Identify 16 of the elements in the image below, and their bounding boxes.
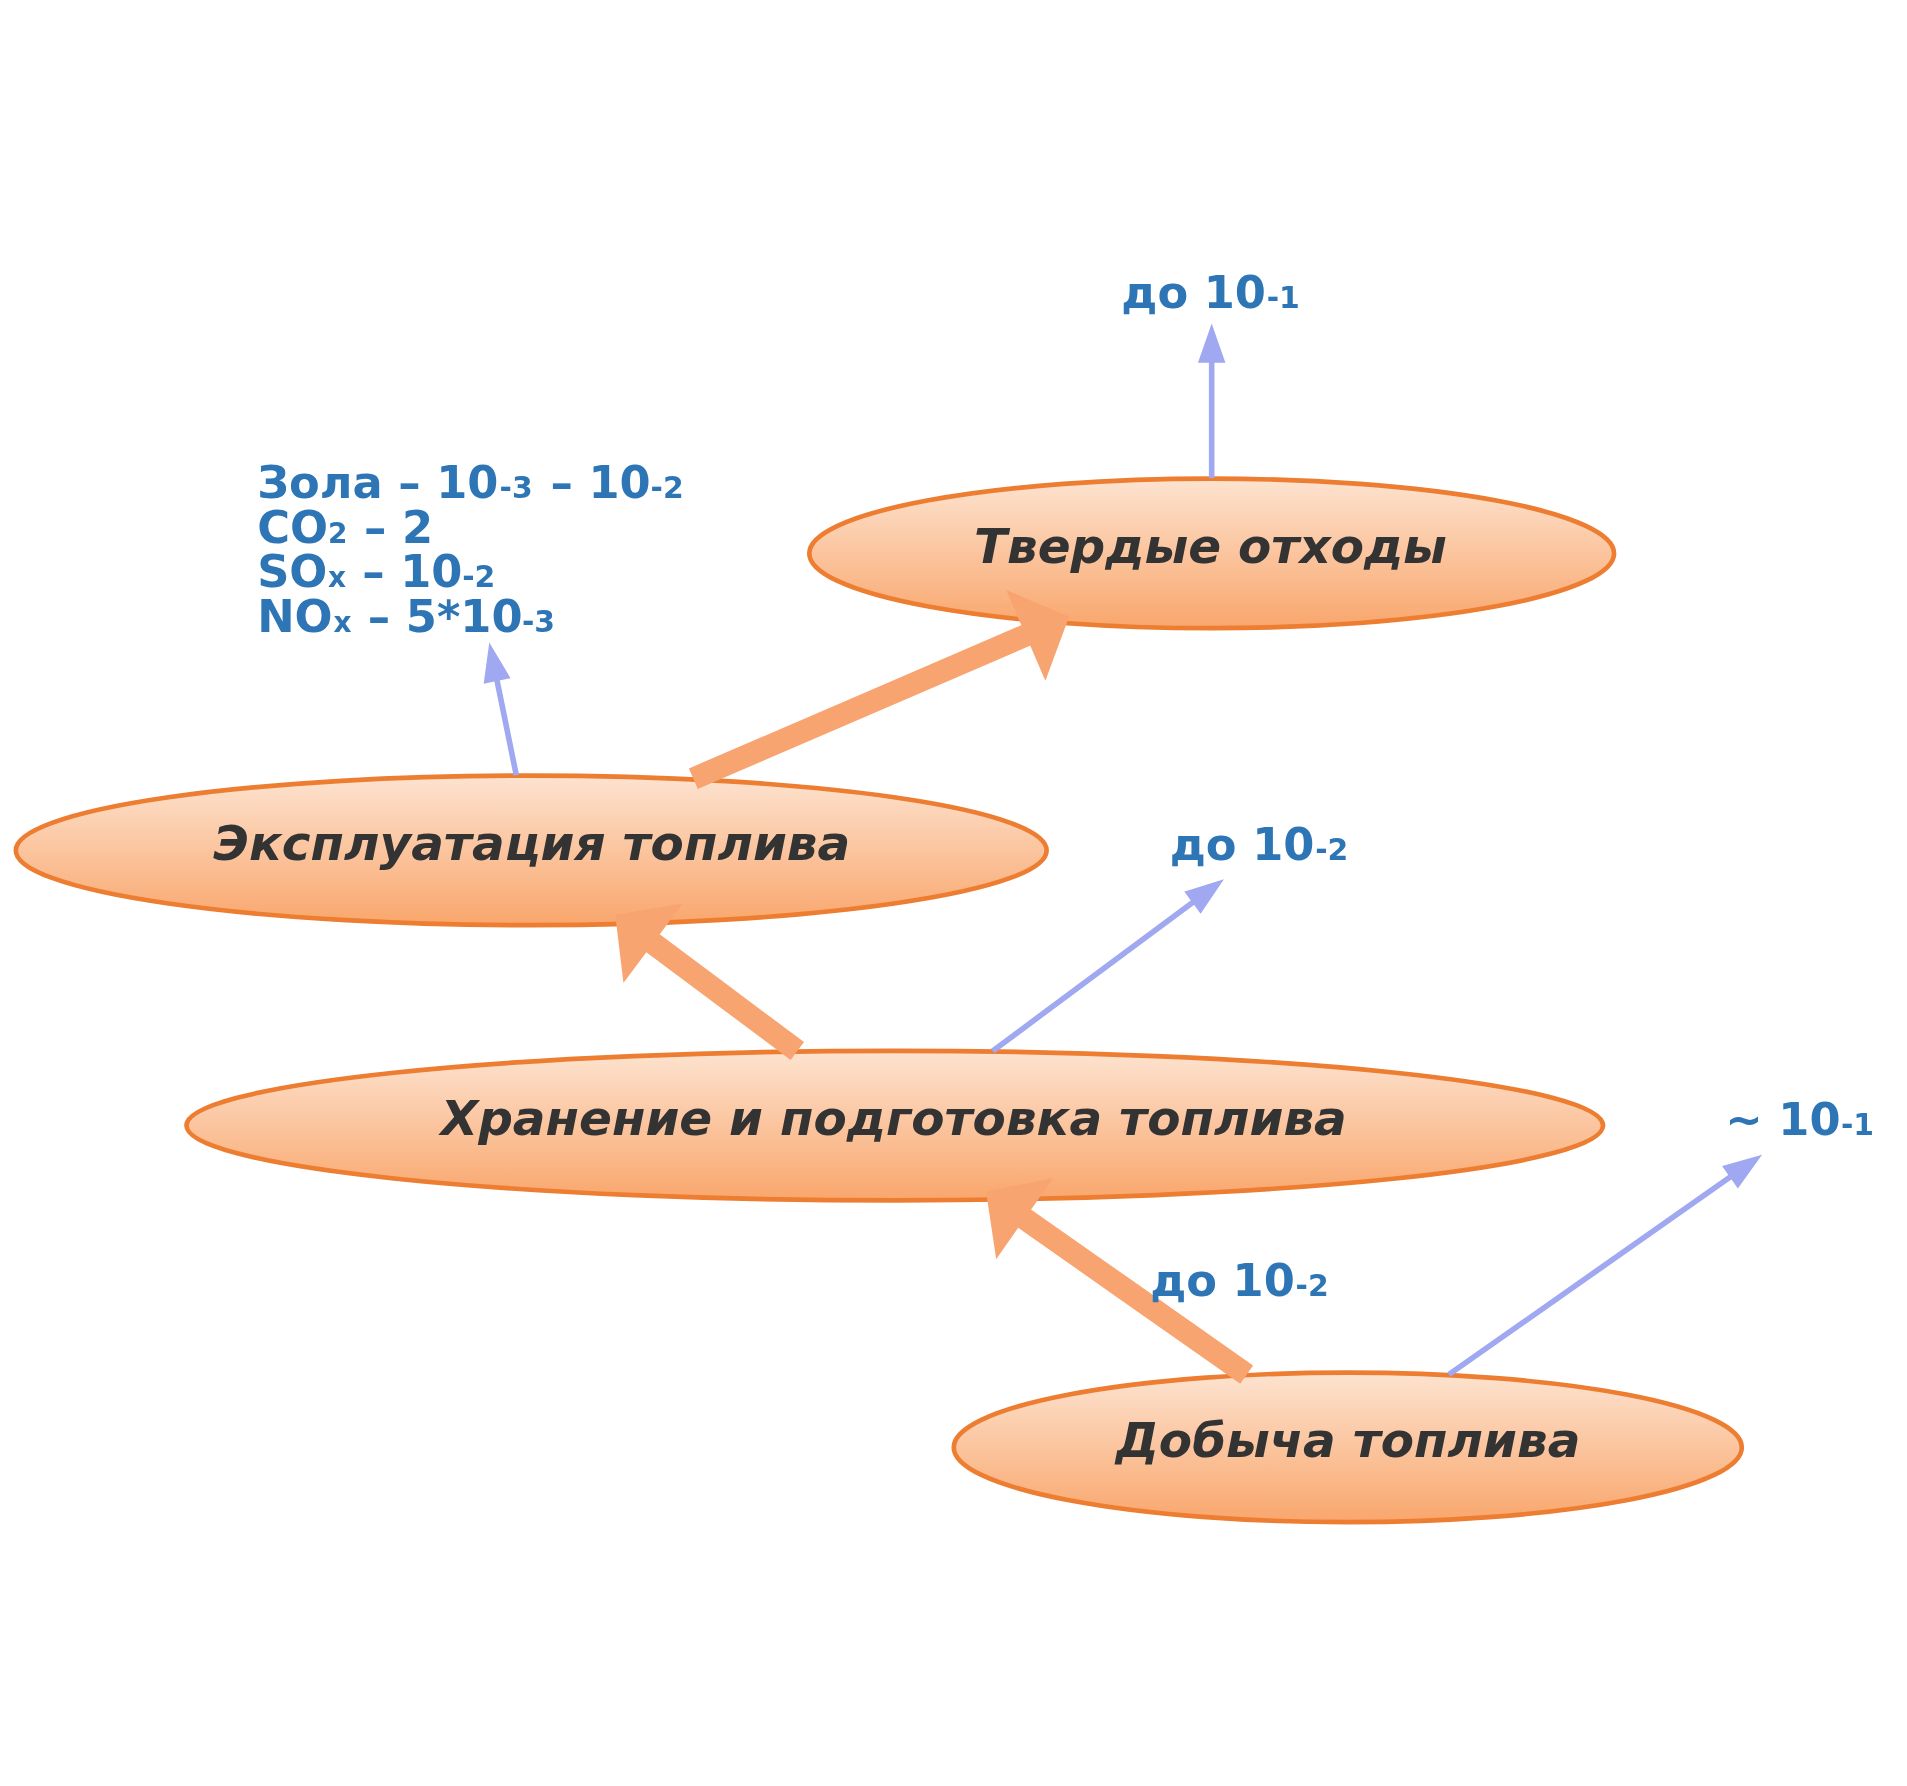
node-text: Зола – 10-3 – 10-2 CO2 – 2 SOx – 10-2 NOx – 5*10-3: [257, 455, 684, 643]
arrow: [1197, 322, 1226, 478]
node-text: до 10-2: [1169, 817, 1349, 871]
node-ellipse: Твердые отходы: [806, 475, 1617, 631]
arrow: [483, 642, 520, 776]
node-ellipse: Эксплуатация топлива: [13, 772, 1049, 927]
arrow: [986, 1177, 1254, 1384]
arrow: [991, 878, 1224, 1053]
edge-label: до 10-2: [1150, 1253, 1329, 1307]
node-ellipse: Хранение и подготовка топлива: [184, 1048, 1606, 1203]
arrow: [1447, 1154, 1763, 1377]
node-text: ~ 10-1: [1725, 1092, 1875, 1146]
node-ellipse: Добыча топлива: [951, 1369, 1745, 1524]
arrow: [615, 903, 804, 1060]
arrow: [688, 589, 1070, 789]
node-text: до 10-1: [1121, 265, 1300, 319]
